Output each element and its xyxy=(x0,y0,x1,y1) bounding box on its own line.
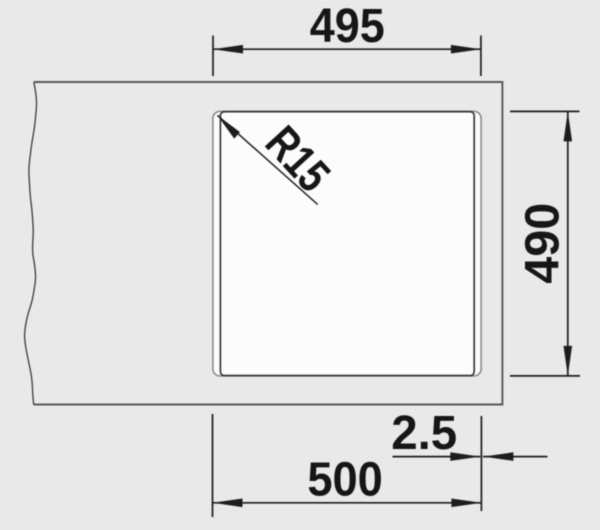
svg-text:495: 495 xyxy=(310,0,385,53)
svg-text:500: 500 xyxy=(307,454,383,507)
svg-text:490: 490 xyxy=(517,203,570,284)
svg-text:2.5: 2.5 xyxy=(391,407,457,460)
